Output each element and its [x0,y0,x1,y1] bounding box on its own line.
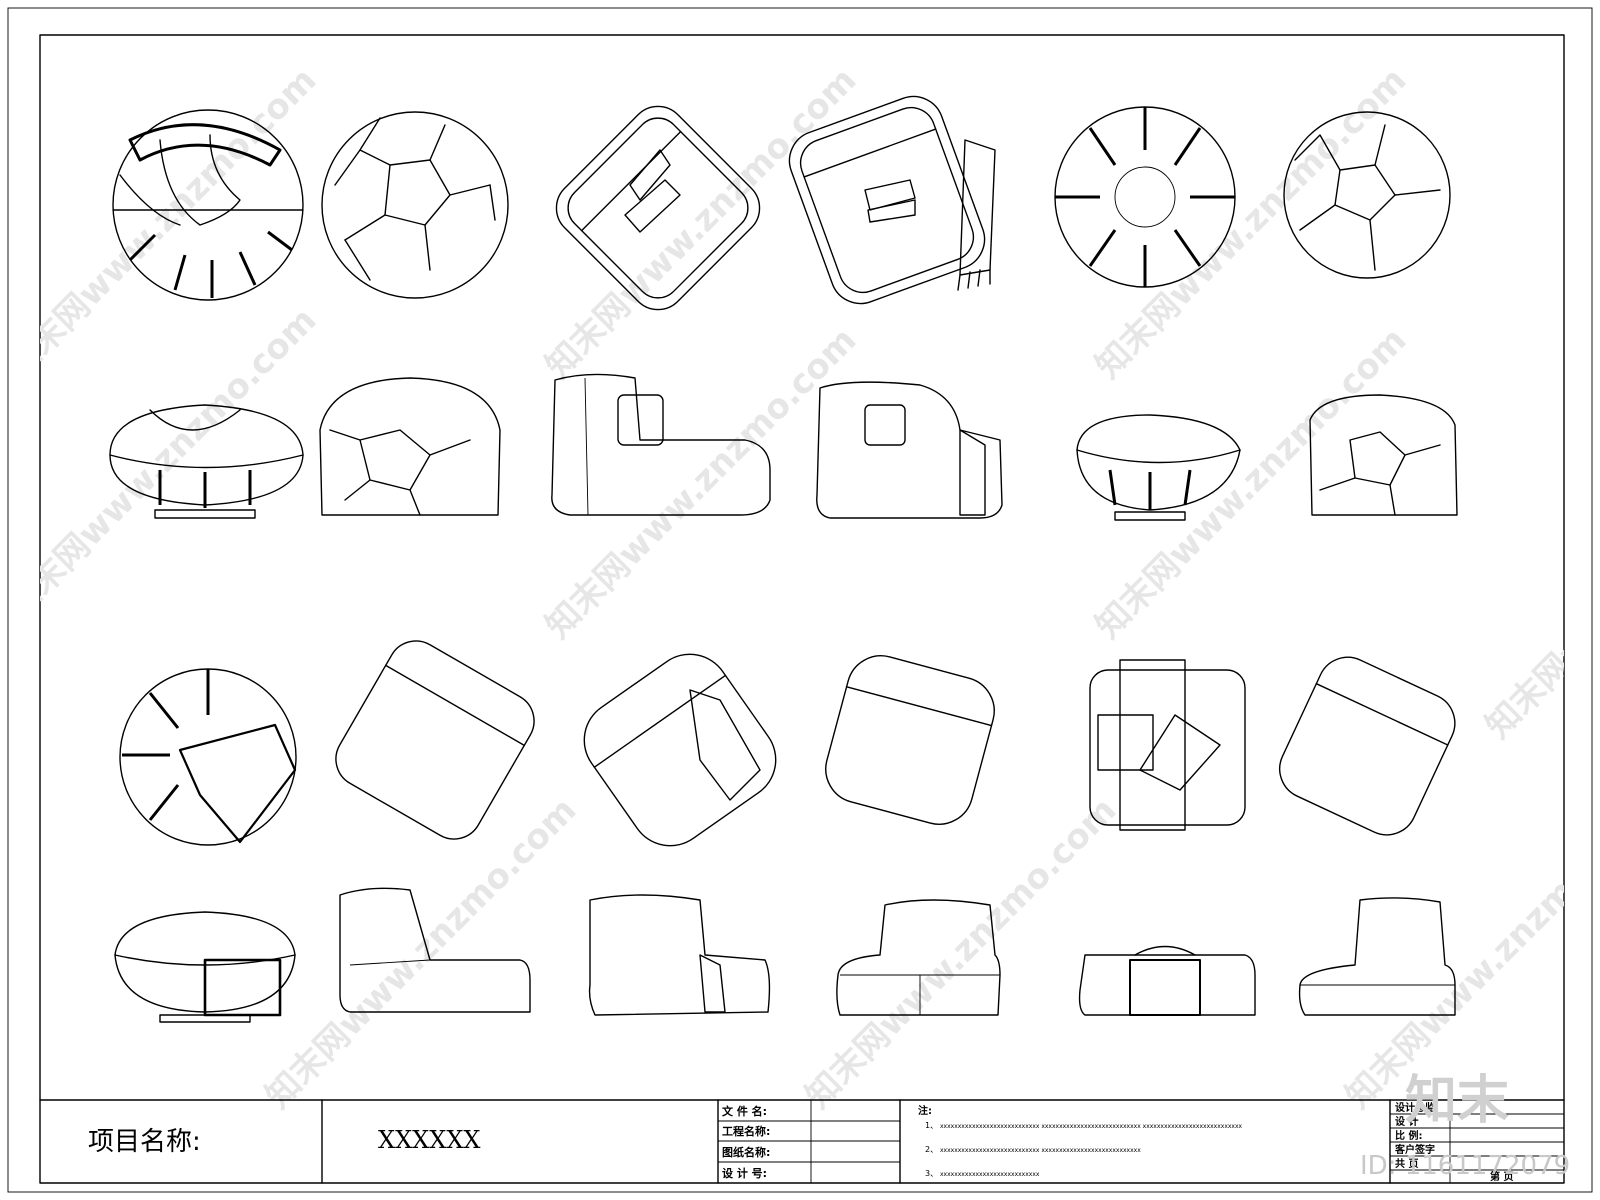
title-block: 项目名称: XXXXXX 文 件 名: 工程名称: 图纸名称: 设 计 号: 注… [39,1099,1565,1184]
scale-label: 比 例: [1395,1129,1422,1142]
square-chair-plan-pillows-alt [1089,659,1246,831]
design-director-label: 设计总监 [1395,1101,1435,1114]
client-sign-label: 客户签字 [1394,1143,1435,1156]
square-chair-plan-rotated-right [1279,656,1456,836]
watermark-text: 知末网www.znzmo.com [1088,60,1414,386]
watermark-text: 知末网www.znzmo.com [538,60,864,386]
total-pages-label: 共 页 [1395,1157,1418,1170]
inner-border [39,34,1565,1184]
note-1-number: 1、 [925,1121,938,1130]
watermark-layer: 知末网www.znzmo.com 知末网www.znzmo.com 知末网www… [40,60,1600,1116]
watermark-text: 知末网www.znzmo.com [1338,790,1600,1116]
note-3-text: xxxxxxxxxxxxxxxxxxxxxxxxxxxx [940,1171,1040,1178]
round-chair-elevation-throw-alt [114,911,296,1023]
round-chair-plan-throw-alt [119,668,297,846]
lounge-chair-elevation-front [836,899,1001,1016]
football-pouf-plan-alt [1283,111,1451,279]
football-pouf-plan [321,111,509,299]
watermark-id: ID: 1161172079 [1360,1151,1570,1181]
round-chair-plan-spokes [1054,106,1236,288]
round-chair-plan-throw-rotated [583,653,777,847]
note-2-number: 2、 [925,1145,938,1154]
project-title-label: 工程名称: [722,1124,770,1138]
watermark-text: 知末网www.znzmo.com [1088,320,1414,646]
watermark-text: 知末网www.znzmo.com [258,790,584,1116]
round-chair-plan-throw [112,109,304,301]
lounge-chair-elevation-right [1298,897,1456,1016]
watermark-logo: 知末 [1405,1071,1509,1131]
outer-border [7,7,1593,1193]
round-chair-elevation-throw [109,404,304,519]
note-2-text: xxxxxxxxxxxxxxxxxxxxxxxxxxxx xxxxxxxxxxx… [940,1147,1141,1154]
lounge-chair-elevation-throw [816,381,1003,519]
design-number-label: 设 计 号: [722,1166,767,1180]
football-pouf-elevation [319,377,501,516]
project-name-label: 项目名称: [88,1127,201,1157]
project-name-value: XXXXXX [378,1126,481,1154]
page-number-label: 第 页 [1490,1170,1513,1183]
lounge-chair-elevation-throw-alt [588,894,771,1016]
round-chair-elevation-spokes [1076,414,1241,521]
designer-label: 设 计 [1395,1115,1418,1128]
square-chair-plan-rotated [335,640,535,840]
lounge-chair-elevation-pillow [551,373,771,516]
file-name-label: 文 件 名: [722,1104,767,1118]
square-chair-plan-throw [788,95,996,305]
watermark-text: 知末网www.znzmo.com [1478,420,1600,746]
drawing-name-label: 图纸名称: [722,1145,770,1159]
lounge-chair-elevation-pillow-alt [1078,945,1256,1016]
note-1-text: xxxxxxxxxxxxxxxxxxxxxxxxxxxx xxxxxxxxxxx… [940,1123,1243,1130]
watermark-text: 知末网www.znzmo.com [798,790,1124,1116]
notes-label: 注: [918,1104,932,1117]
square-chair-plan-rotated-alt [825,655,995,825]
lounge-chair-elevation-alt [339,887,531,1013]
square-chair-plan-pillows [555,105,761,311]
note-3-number: 3、 [925,1169,938,1178]
football-pouf-elevation-alt [1309,394,1458,516]
